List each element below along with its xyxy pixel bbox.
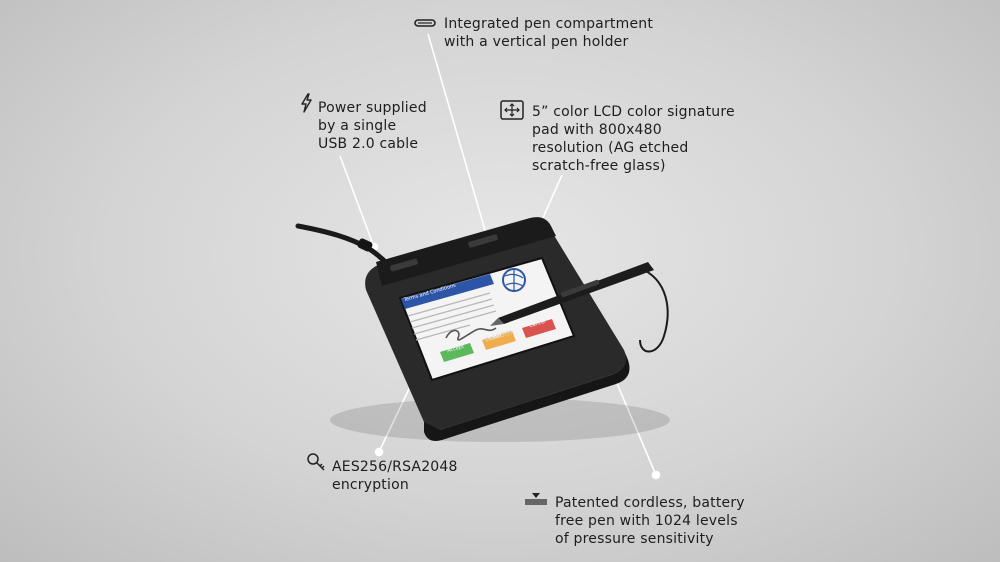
pen-tether (639, 267, 669, 353)
callout-text: AES256/RSA2048 (332, 459, 458, 475)
callout-text: resolution (AG etched (532, 140, 689, 156)
callout-text: by a single (318, 118, 397, 134)
leader-line-power (339, 155, 375, 248)
screen-accept-button (440, 343, 474, 362)
callout-text: free pen with 1024 levels (555, 513, 738, 529)
lcd-screen (398, 256, 576, 382)
screen-cancel-button (522, 319, 556, 338)
pen-compartment-icon (414, 19, 436, 27)
callout-pen: Patented cordless, battery free pen with… (555, 494, 745, 548)
callout-text: of pressure sensitivity (555, 531, 714, 547)
leader-line-pen-compartment (427, 33, 488, 238)
callout-pen-compartment: Integrated pen compartment with a vertic… (444, 15, 653, 51)
lightning-icon (301, 93, 312, 113)
callout-text: encryption (332, 477, 409, 493)
callout-text: Patented cordless, battery (555, 495, 745, 511)
callout-text: 5” color LCD color signature (532, 104, 735, 120)
pen-compartment (376, 217, 556, 286)
stylus-pen (490, 262, 654, 326)
pressure-icon (525, 493, 547, 505)
callout-text: pad with 800x480 (532, 122, 662, 138)
callout-text: Power supplied (318, 100, 427, 116)
key-icon (307, 453, 325, 471)
resize-arrows-icon (500, 100, 524, 120)
callout-encryption: AES256/RSA2048 encryption (332, 458, 458, 494)
callout-power: Power supplied by a single USB 2.0 cable (318, 99, 427, 153)
callout-text: USB 2.0 cable (318, 136, 419, 152)
screen-clear-button (482, 331, 516, 350)
callout-text: with a vertical pen holder (444, 34, 629, 50)
callout-lcd: 5” color LCD color signature pad with 80… (532, 103, 735, 175)
callout-text: scratch-free glass) (532, 158, 666, 174)
callout-text: Integrated pen compartment (444, 16, 654, 32)
